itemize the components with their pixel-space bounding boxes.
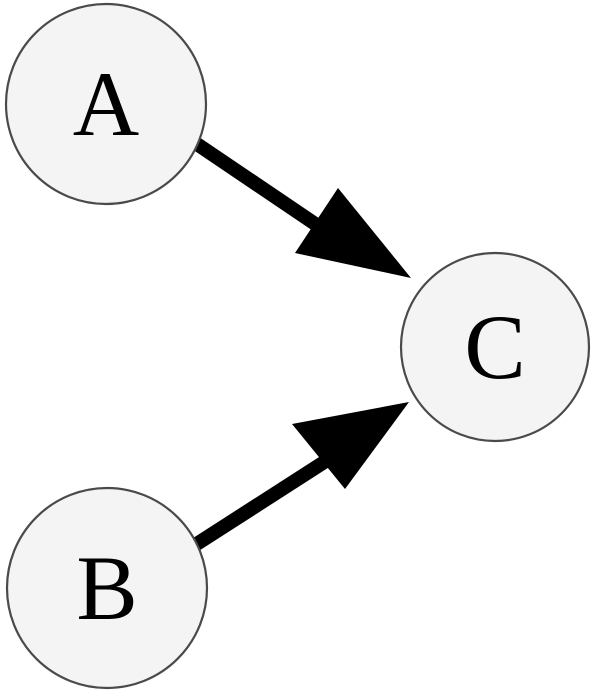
node-c-label: C	[464, 296, 525, 398]
node-a[interactable]: A	[4, 2, 208, 206]
node-b[interactable]: B	[5, 486, 209, 690]
node-c[interactable]: C	[399, 251, 591, 443]
node-b-label: B	[76, 537, 137, 639]
node-a-circle	[4, 2, 208, 206]
edge-a-to-c[interactable]	[187, 134, 411, 278]
edge-b-to-c-line	[188, 451, 336, 553]
node-a-label: A	[73, 53, 139, 155]
edge-b-to-c-arrowhead-icon	[292, 402, 409, 489]
node-b-circle	[5, 486, 209, 690]
edge-a-to-c-line	[187, 134, 334, 240]
node-c-circle	[399, 251, 591, 443]
edge-b-to-c[interactable]	[188, 402, 409, 553]
edge-a-to-c-arrowhead-icon	[295, 188, 411, 278]
